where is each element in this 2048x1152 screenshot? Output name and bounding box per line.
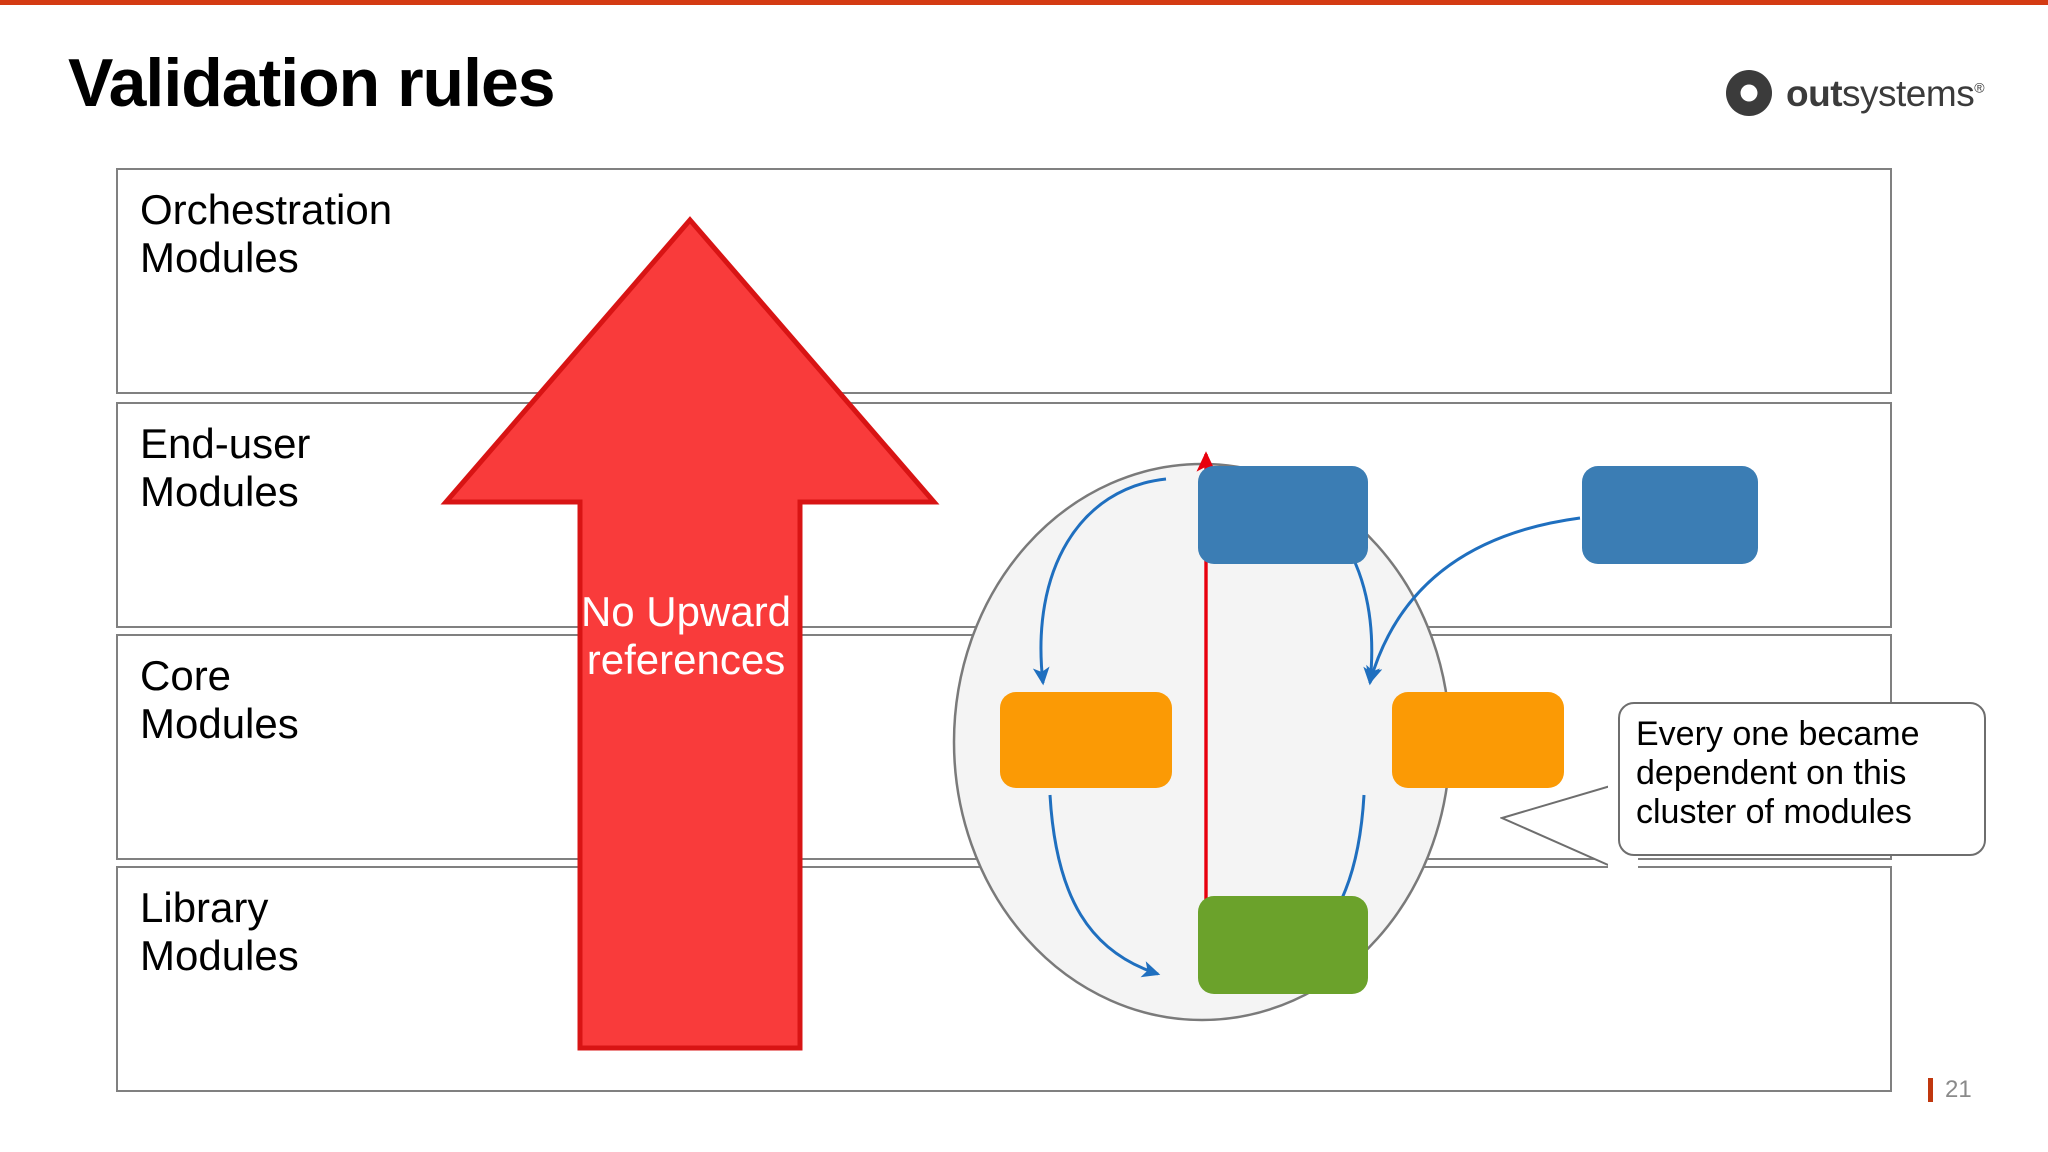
logo-bold-text: out (1786, 72, 1843, 114)
edge-top-to-left (1032, 477, 1167, 686)
outsystems-logo: outsystems® (1726, 70, 1985, 116)
top-accent-bar (0, 0, 2048, 5)
no-upward-references-arrow-icon (440, 216, 940, 1051)
callout-text: Every one became dependent on this clust… (1636, 715, 1920, 831)
logo-regular-text: systems (1842, 72, 1975, 114)
outsystems-wordmark: outsystems® (1786, 72, 1985, 114)
module-node-top[interactable] (1198, 466, 1368, 564)
layer-label: Library Modules (140, 884, 299, 979)
layer-orchestration-modules: Orchestration Modules (116, 168, 1892, 394)
page-title: Validation rules (68, 45, 556, 121)
outsystems-mark-icon (1726, 70, 1772, 116)
module-node-bottom[interactable] (1198, 896, 1368, 994)
layer-label: End-user Modules (140, 420, 311, 515)
callout-bubble: Every one became dependent on this clust… (1618, 702, 1986, 856)
layer-label: Core Modules (140, 652, 299, 747)
module-node-left[interactable] (1000, 692, 1172, 788)
page-number-text: 21 (1945, 1076, 1972, 1103)
edge-left-to-bottom (1048, 794, 1161, 978)
edge-outside-to-right (1366, 516, 1581, 685)
page-number-bar-icon (1928, 1078, 1933, 1102)
module-node-outside[interactable] (1582, 466, 1758, 564)
module-node-right[interactable] (1392, 692, 1564, 788)
registered-mark-icon: ® (1974, 79, 1985, 96)
layer-label: Orchestration Modules (140, 186, 393, 281)
page-number: 21 (1928, 1078, 1972, 1102)
